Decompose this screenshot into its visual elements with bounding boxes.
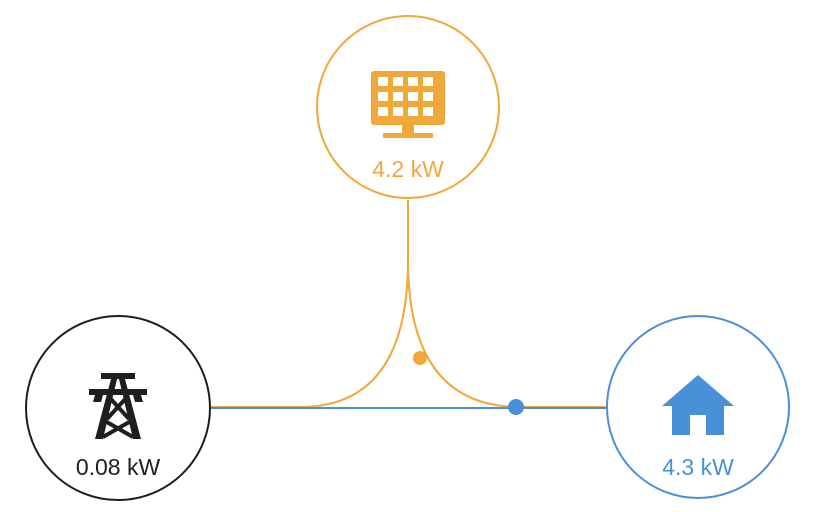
home-icon bbox=[662, 375, 734, 440]
home-node[interactable]: 4.3 kW bbox=[606, 315, 790, 499]
transmission-tower-icon bbox=[87, 371, 149, 446]
flow-dot-grid-to-home bbox=[508, 399, 524, 415]
grid-node[interactable]: 0.08 kW bbox=[25, 315, 211, 501]
flow-line-solar-to-home bbox=[407, 200, 606, 408]
home-power-value: 4.3 kW bbox=[662, 454, 734, 480]
solar-power-value: 4.2 kW bbox=[372, 156, 444, 182]
flow-line-solar-to-grid bbox=[211, 200, 409, 408]
solar-node[interactable]: 4.2 kW bbox=[316, 15, 500, 199]
solar-panel-icon bbox=[369, 69, 447, 146]
flow-dot-solar bbox=[413, 351, 427, 365]
grid-power-value: 0.08 kW bbox=[75, 454, 161, 480]
